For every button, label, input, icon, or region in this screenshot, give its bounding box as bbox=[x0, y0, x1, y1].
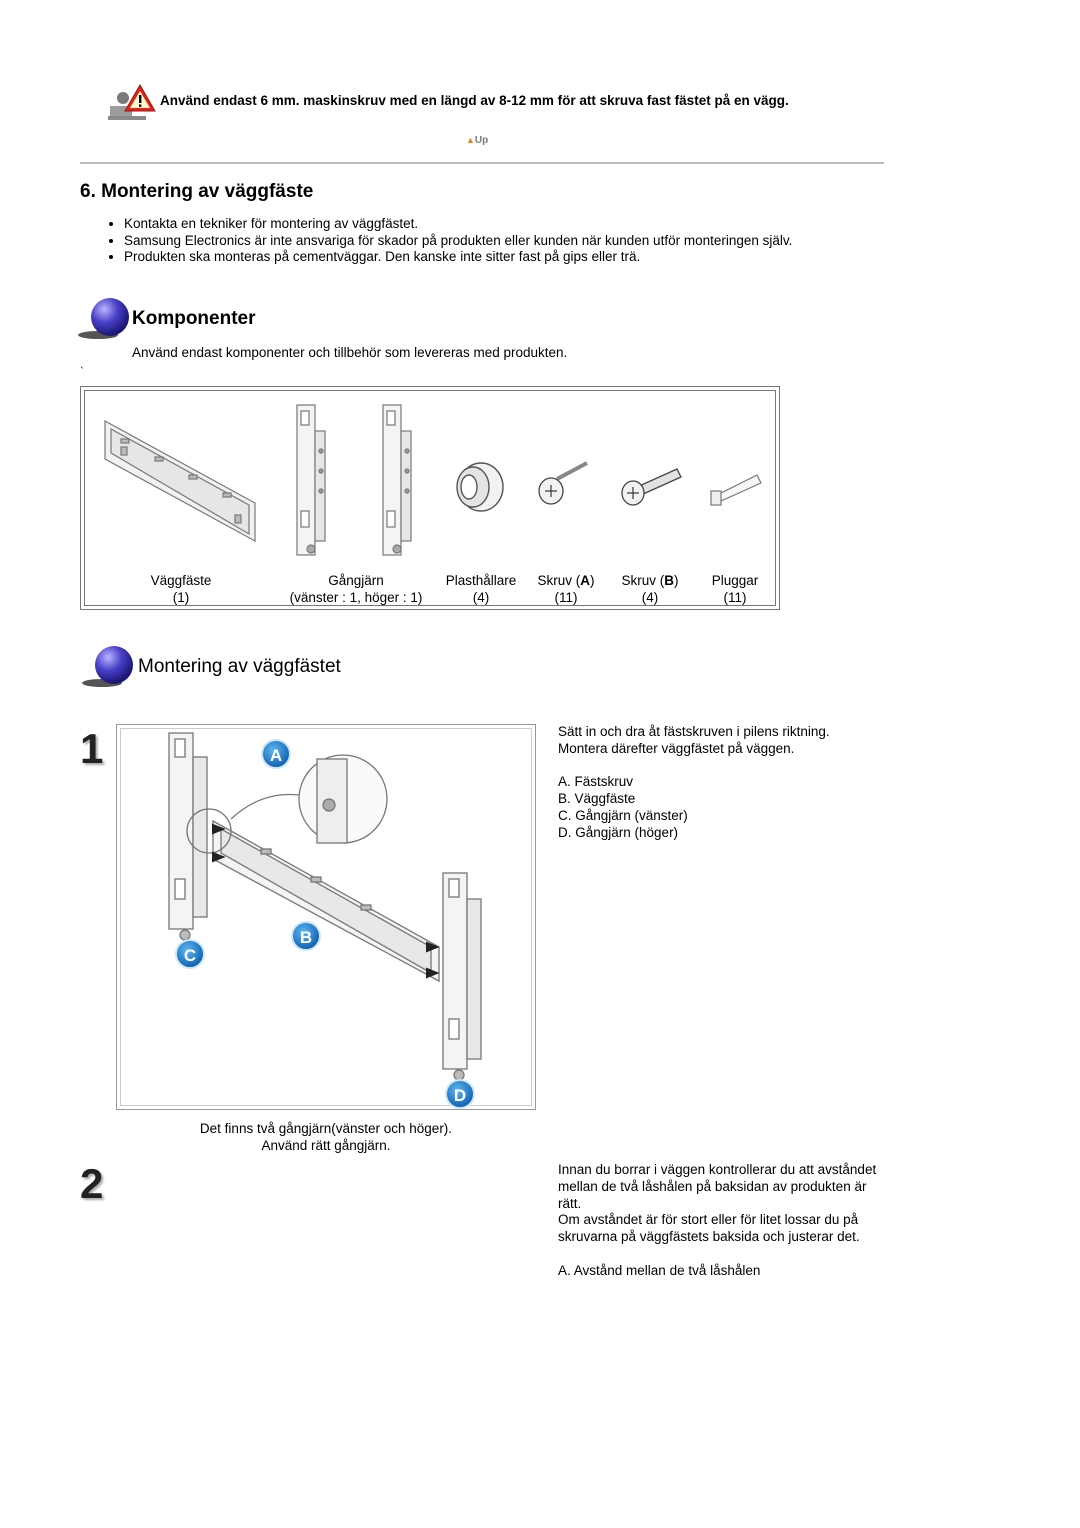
badge-a: A bbox=[261, 739, 291, 769]
instruction-line: Montera därefter väggfästet på väggen. bbox=[558, 740, 795, 756]
mounting-diagram bbox=[168, 732, 482, 1081]
component-name: Skruv (B) bbox=[621, 573, 679, 588]
component-qty: (11) bbox=[723, 590, 747, 605]
step-2-number: 2 bbox=[80, 1160, 104, 1207]
component-qty: (4) bbox=[472, 590, 490, 605]
warning-icon bbox=[106, 83, 156, 122]
hinge-right-drawing bbox=[382, 404, 412, 556]
components-illustration bbox=[104, 404, 762, 556]
badge-b: B bbox=[291, 921, 321, 951]
step-1-caption: Det finns två gångjärn(vänster och höger… bbox=[116, 1120, 536, 1154]
legend-item: A. Fästskruv bbox=[558, 774, 634, 790]
screw-b-drawing bbox=[621, 468, 682, 506]
instruction-line: Sätt in och dra åt fästskruven i pilens … bbox=[558, 724, 830, 739]
bullet-list: Kontakta en tekniker för montering av vä… bbox=[104, 216, 792, 266]
component-name: Pluggar bbox=[711, 573, 759, 588]
plastic-holder-drawing bbox=[456, 462, 504, 512]
components-title: Komponenter bbox=[132, 308, 256, 329]
components-intro: Använd endast komponenter och tillbehör … bbox=[132, 345, 568, 360]
list-item: Samsung Electronics är inte ansvariga fö… bbox=[124, 233, 792, 250]
component-name: Väggfäste bbox=[150, 573, 212, 588]
component-qty: (vänster : 1, höger : 1) bbox=[289, 590, 423, 605]
step-1-text: Sätt in och dra åt fästskruven i pilens … bbox=[558, 724, 888, 842]
list-item: Produkten ska monteras på cementväggar. … bbox=[124, 249, 792, 266]
caption-line: Det finns två gångjärn(vänster och höger… bbox=[199, 1121, 453, 1136]
legend-item: D. Gångjärn (höger) bbox=[558, 824, 679, 840]
step-1-number: 1 bbox=[80, 725, 104, 772]
caption-line: Använd rätt gångjärn. bbox=[261, 1138, 391, 1153]
legend-item: B. Väggfäste bbox=[558, 791, 636, 807]
legend-item: A. Avstånd mellan de två låshålen bbox=[558, 1262, 761, 1278]
legend-item: C. Gångjärn (vänster) bbox=[558, 807, 688, 823]
hinge-left-drawing bbox=[296, 404, 326, 556]
sphere-icon bbox=[80, 645, 136, 689]
plug-drawing bbox=[710, 474, 762, 506]
up-link-label: Up bbox=[474, 135, 489, 146]
component-name: Gångjärn bbox=[328, 573, 384, 588]
screw-a-drawing bbox=[538, 461, 588, 505]
wall-bracket-drawing bbox=[104, 419, 256, 543]
section-title: 6. Montering av väggfäste bbox=[80, 181, 314, 202]
component-qty: (11) bbox=[554, 590, 578, 605]
sphere-icon bbox=[76, 297, 132, 341]
instruction-paragraph: Innan du borrar i väggen kontrollerar du… bbox=[558, 1162, 877, 1211]
components-table: Väggfäste (1) Gångjärn (vänster : 1, hög… bbox=[80, 386, 780, 610]
badge-c: C bbox=[175, 939, 205, 969]
component-qty: (4) bbox=[641, 590, 659, 605]
badge-d: D bbox=[445, 1079, 475, 1109]
mounting-title: Montering av väggfästet bbox=[138, 656, 341, 677]
up-link[interactable]: ▲Up bbox=[466, 135, 488, 146]
component-name: Skruv (A) bbox=[537, 573, 595, 588]
up-arrow-icon: ▲ bbox=[466, 135, 475, 145]
component-name: Plasthållare bbox=[445, 573, 517, 588]
stray-mark: ` bbox=[80, 366, 84, 378]
step-1-figure: A B C D bbox=[116, 724, 536, 1110]
instruction-paragraph: Om avståndet är för stort eller för lite… bbox=[558, 1212, 860, 1245]
divider bbox=[80, 162, 884, 164]
list-item: Kontakta en tekniker för montering av vä… bbox=[124, 216, 792, 233]
component-qty: (1) bbox=[172, 590, 190, 605]
step-2-text: Innan du borrar i väggen kontrollerar du… bbox=[558, 1162, 888, 1280]
warning-text: Använd endast 6 mm. maskinskruv med en l… bbox=[160, 93, 789, 108]
